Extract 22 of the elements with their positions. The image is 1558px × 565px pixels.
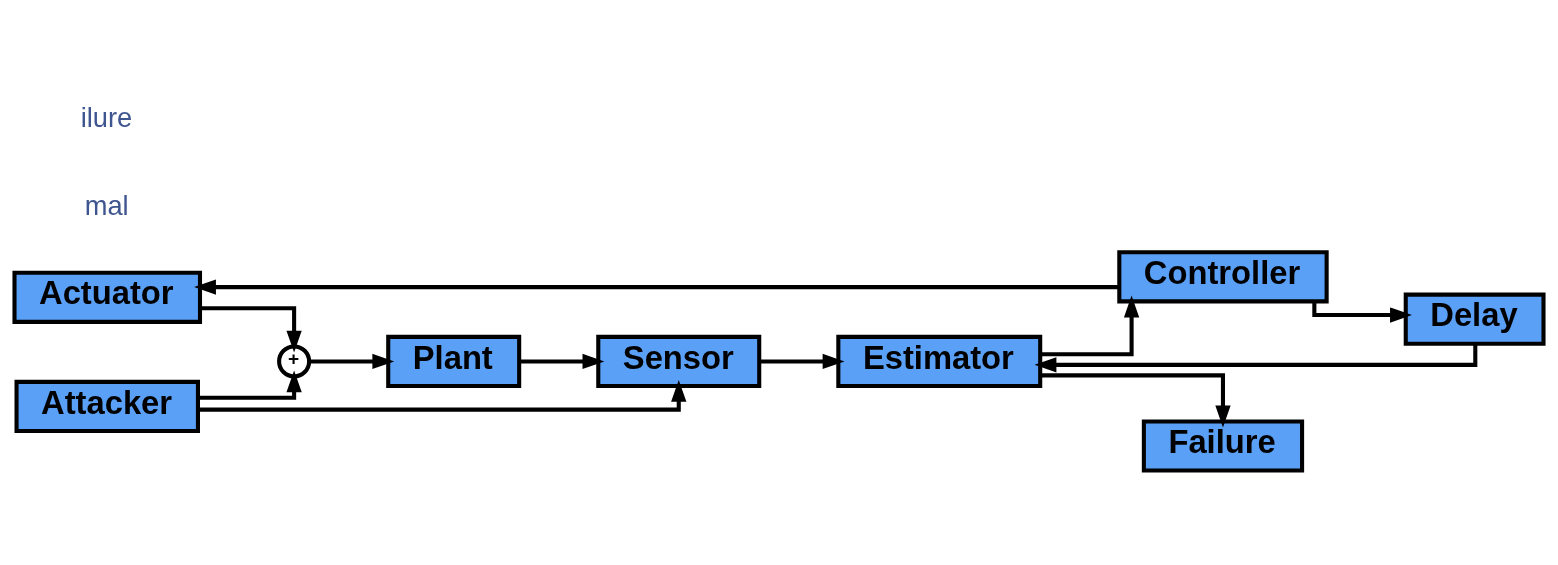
label: ilure xyxy=(80,101,133,133)
arrow xyxy=(198,379,687,412)
node-box: Plant xyxy=(386,334,522,388)
arrow xyxy=(194,278,1119,295)
node-box: Failure xyxy=(1141,418,1305,473)
arrow xyxy=(1040,372,1231,427)
label: mal xyxy=(84,189,129,221)
node-box: Estimator xyxy=(836,334,1043,388)
arrow xyxy=(1040,295,1140,356)
arrow xyxy=(1034,343,1478,372)
node-box: Actuator xyxy=(12,270,203,324)
node-box: Delay xyxy=(1403,292,1546,346)
node-circle: + xyxy=(277,343,312,378)
arrow xyxy=(1312,301,1412,323)
arrow xyxy=(309,353,395,369)
node-box: Sensor xyxy=(596,334,762,388)
node-box: Attacker xyxy=(14,379,200,433)
node-box: Controller xyxy=(1117,249,1329,303)
arrow xyxy=(519,353,605,369)
arrow xyxy=(200,305,302,352)
arrow xyxy=(198,369,302,400)
arrow xyxy=(759,353,845,369)
